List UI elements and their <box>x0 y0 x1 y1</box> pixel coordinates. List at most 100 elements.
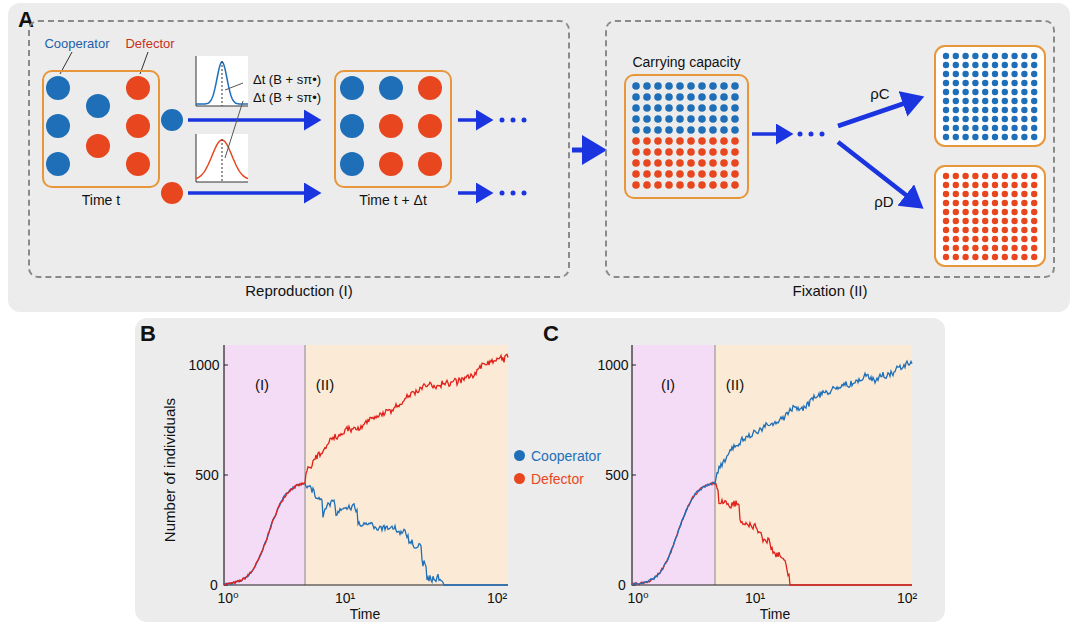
individual-dot <box>731 126 739 134</box>
shape <box>305 345 306 585</box>
individual-dot <box>982 173 988 179</box>
shape <box>222 139 223 182</box>
individual-dot <box>731 181 739 189</box>
individual-dot <box>46 152 70 176</box>
individual-dot <box>46 76 70 100</box>
individual-dot <box>698 148 706 156</box>
individual-dot <box>643 93 651 101</box>
individual-dot <box>126 152 150 176</box>
individual-dot <box>379 152 403 176</box>
individual-dot <box>943 80 949 86</box>
individual-dot <box>1011 71 1017 77</box>
individual-dot <box>982 236 988 242</box>
individual-dot <box>972 71 978 77</box>
individual-dot <box>1002 89 1008 95</box>
phase-region <box>632 345 715 585</box>
individual-dot <box>1002 200 1008 206</box>
individual-dot <box>1031 173 1037 179</box>
individual-dot <box>1011 236 1017 242</box>
individual-dot <box>992 191 998 197</box>
individual-dot <box>953 173 959 179</box>
individual-dot <box>698 126 706 134</box>
population-trace <box>632 482 912 585</box>
individual-dot <box>720 115 728 123</box>
phase-region <box>305 345 508 585</box>
arrow <box>188 191 318 195</box>
individual-dot <box>992 173 998 179</box>
individual-dot <box>953 53 959 59</box>
individual-dot <box>943 227 949 233</box>
individual-dot <box>943 71 949 77</box>
individual-dot <box>654 170 662 178</box>
individual-dot <box>720 137 728 145</box>
individual-dot <box>1002 254 1008 260</box>
individual-dot <box>962 200 968 206</box>
individual-dot <box>953 98 959 104</box>
phase-region <box>224 345 305 585</box>
individual-dot <box>632 148 640 156</box>
individual-dot <box>953 116 959 122</box>
individual-dot <box>643 137 651 145</box>
individual-dot <box>1021 200 1027 206</box>
individual-dot <box>643 115 651 123</box>
individual-dot <box>1021 173 1027 179</box>
panel-letter: B <box>140 321 156 346</box>
individual-dot <box>522 118 527 123</box>
individual-dot <box>962 80 968 86</box>
individual-dot <box>340 76 364 100</box>
individual-dot <box>972 98 978 104</box>
individual-dot <box>953 125 959 131</box>
individual-dot <box>1021 191 1027 197</box>
individual-dot <box>1002 236 1008 242</box>
individual-dot <box>643 181 651 189</box>
individual-dot <box>972 62 978 68</box>
individual-dot <box>1011 98 1017 104</box>
individual-dot <box>962 62 968 68</box>
individual-dot <box>972 182 978 188</box>
individual-dot <box>953 62 959 68</box>
individual-dot <box>943 218 949 224</box>
individual-dot <box>982 53 988 59</box>
individual-dot <box>962 218 968 224</box>
individual-dot <box>161 182 183 204</box>
individual-dot <box>86 134 110 158</box>
box-heading: Time t <box>82 192 120 208</box>
shape <box>632 365 636 366</box>
box-heading: Time t + Δt <box>359 192 427 208</box>
legend-text: Defector <box>531 471 584 487</box>
individual-dot <box>731 148 739 156</box>
individual-dot <box>687 82 695 90</box>
individual-dot <box>1021 125 1027 131</box>
individual-dot <box>1002 245 1008 251</box>
individual-dot <box>1002 209 1008 215</box>
individual-dot <box>972 236 978 242</box>
individual-dot <box>972 209 978 215</box>
individual-dot <box>709 104 717 112</box>
individual-dot <box>1011 116 1017 122</box>
individual-dot <box>1021 236 1027 242</box>
individual-dot <box>500 191 505 196</box>
population-box: Time t <box>42 70 160 188</box>
axis-label: (I) <box>255 376 269 393</box>
individual-dot <box>654 148 662 156</box>
individual-dot <box>1021 209 1027 215</box>
individual-dot <box>1031 254 1037 260</box>
individual-dot <box>992 125 998 131</box>
individual-dot <box>992 245 998 251</box>
individual-dot <box>720 148 728 156</box>
individual-dot <box>982 71 988 77</box>
individual-dot <box>1021 116 1027 122</box>
legend-entry: Cooperator <box>514 444 601 467</box>
individual-dot <box>340 114 364 138</box>
individual-dot <box>632 159 640 167</box>
callout-label: Defector <box>125 37 174 52</box>
individual-dot <box>379 114 403 138</box>
individual-dot <box>1002 173 1008 179</box>
individual-dot <box>698 104 706 112</box>
individual-dot <box>632 104 640 112</box>
individual-dot <box>709 82 717 90</box>
individual-dot <box>1021 218 1027 224</box>
individual-dot <box>1031 62 1037 68</box>
individual-dot <box>972 125 978 131</box>
individual-dot <box>665 115 673 123</box>
